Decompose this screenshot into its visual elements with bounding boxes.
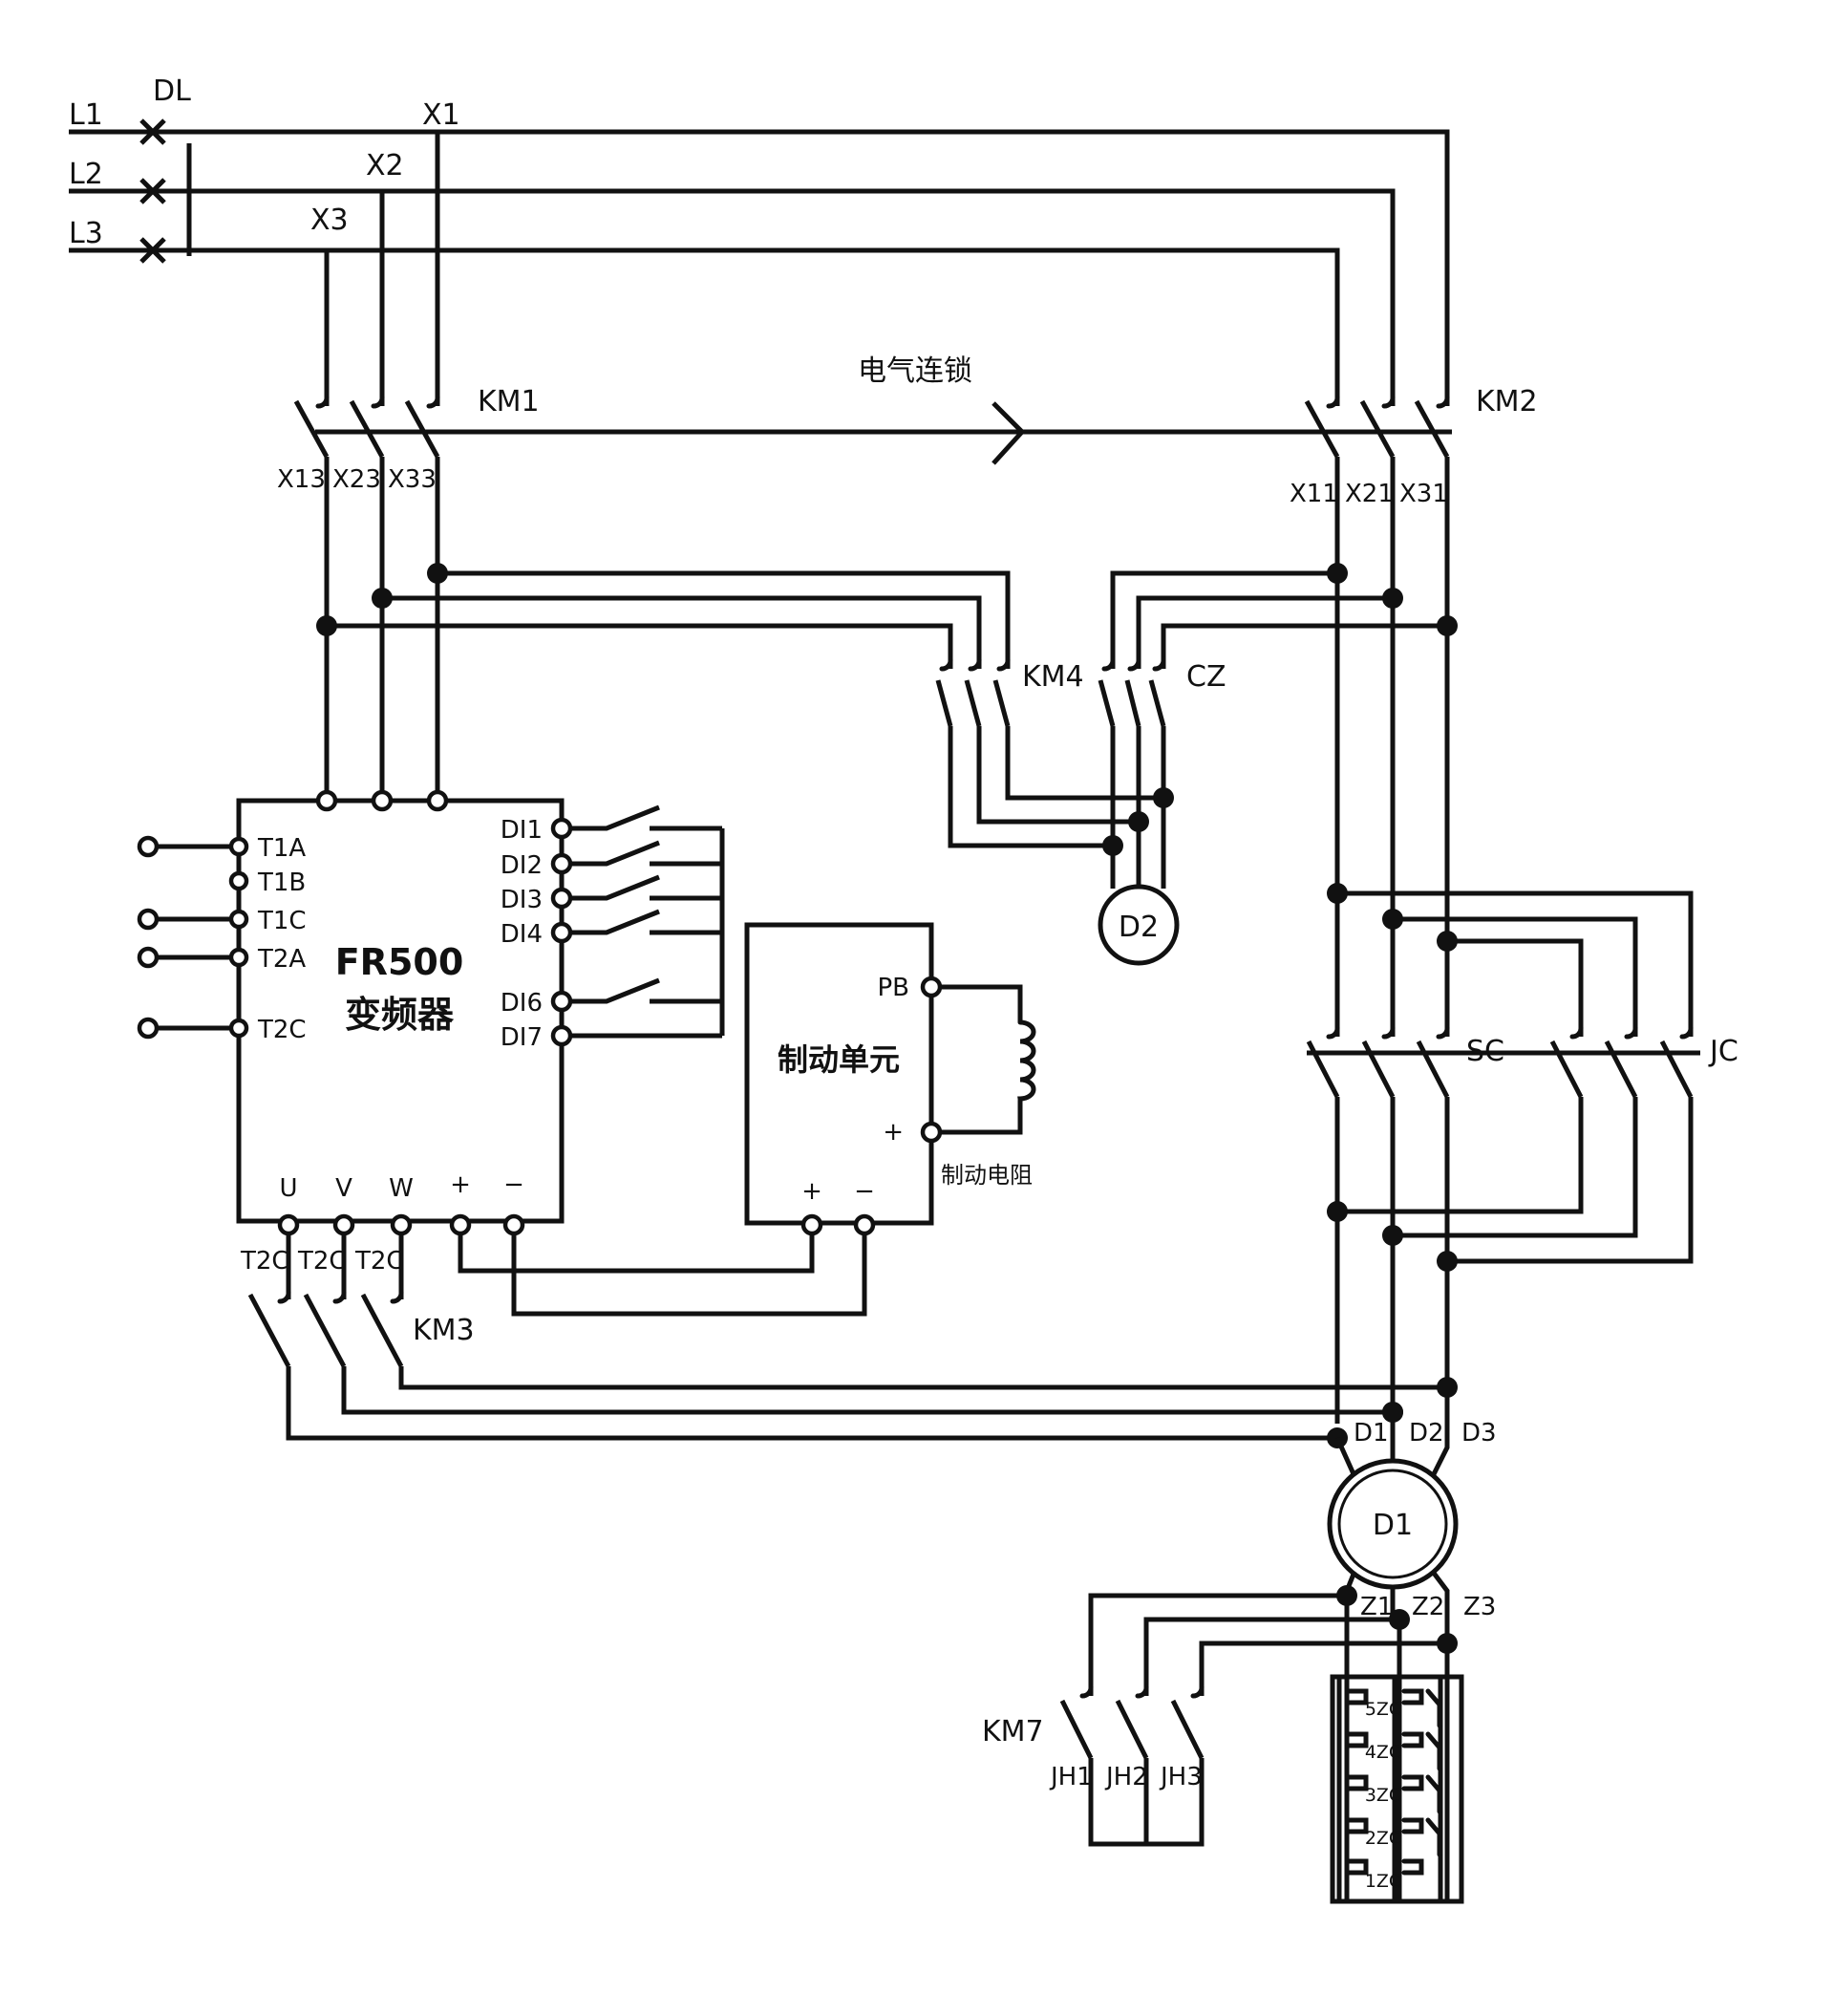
label-x11: X11 xyxy=(1290,480,1338,508)
label-x13: X13 xyxy=(277,465,326,494)
stage-1zc: 1ZC xyxy=(1365,1871,1401,1892)
label-motor-d1: D1 xyxy=(1373,1509,1413,1542)
label-jh3: JH3 xyxy=(1159,1763,1203,1791)
inverter-fr500: FR500 变频器 T1A T1B T1C T2A T2C DI1 DI2 DI… xyxy=(137,789,725,1276)
term-dc-plus: + xyxy=(450,1170,471,1199)
term-di6: DI6 xyxy=(501,989,543,1018)
label-cz: CZ xyxy=(1186,660,1226,694)
term-t2c: T2C xyxy=(257,1016,307,1044)
motor-d2: D2 xyxy=(1098,884,1180,966)
brake-plus-dc: + xyxy=(801,1177,822,1206)
label-jc: JC xyxy=(1708,1035,1738,1068)
label-km7: KM7 xyxy=(982,1715,1044,1748)
term-di1: DI1 xyxy=(501,816,543,845)
label-t2c-1: T2C xyxy=(240,1247,289,1276)
label-motor-d2: D2 xyxy=(1119,911,1159,944)
term-di3: DI3 xyxy=(501,886,543,914)
inverter-model: FR500 xyxy=(335,941,464,983)
label-d3-in: D3 xyxy=(1461,1419,1497,1448)
label-km1: KM1 xyxy=(478,385,540,418)
brake-unit: 制动单元 PB + + − 制动电阻 xyxy=(744,922,1036,1236)
term-t1a: T1A xyxy=(257,834,306,863)
label-x21: X21 xyxy=(1345,480,1394,508)
brake-minus-dc: − xyxy=(854,1177,875,1206)
stage-3zc: 3ZC xyxy=(1365,1785,1401,1806)
term-w: W xyxy=(389,1174,414,1203)
label-z1: Z1 xyxy=(1360,1593,1393,1621)
label-km3: KM3 xyxy=(413,1314,475,1347)
label-t2c-3: T2C xyxy=(354,1247,404,1276)
inverter-name: 变频器 xyxy=(345,994,455,1036)
sc-jc-contactors: SC JC xyxy=(1306,883,1738,1424)
stage-2zc: 2ZC xyxy=(1365,1828,1401,1849)
supply-lines: L1 L2 L3 DL X1 X2 X3 xyxy=(69,75,1450,406)
label-x3: X3 xyxy=(310,204,349,237)
term-di7: DI7 xyxy=(501,1023,543,1052)
term-t1c: T1C xyxy=(257,907,307,935)
km3-contactor: KM3 xyxy=(247,1233,1458,1448)
stage-4zc: 4ZC xyxy=(1365,1742,1401,1763)
term-di4: DI4 xyxy=(501,920,543,949)
km1-contactor: KM1 X13 X23 X33 xyxy=(277,385,540,801)
brake-unit-name: 制动单元 xyxy=(778,1041,900,1078)
term-dc-minus: − xyxy=(503,1170,524,1199)
dc-bus xyxy=(458,1233,867,1317)
label-x2: X2 xyxy=(366,149,404,182)
motor-d1: D1 D2 D3 D1 Z1 Z2 Z3 xyxy=(1327,1387,1497,1654)
label-l2: L2 xyxy=(69,158,103,191)
label-x1: X1 xyxy=(422,98,460,132)
stage-5zc: 5ZC xyxy=(1365,1699,1401,1720)
term-u: U xyxy=(279,1174,297,1203)
km7-contactor: KM7 JH1 JH2 JH3 xyxy=(982,1593,1447,1847)
label-d1-in: D1 xyxy=(1354,1419,1389,1448)
term-t1b: T1B xyxy=(257,869,306,897)
label-t2c-2: T2C xyxy=(297,1247,347,1276)
interlock-line: 电气连锁 xyxy=(315,354,1452,465)
label-z2: Z2 xyxy=(1412,1593,1444,1621)
label-x33: X33 xyxy=(388,465,437,494)
label-interlock: 电气连锁 xyxy=(858,354,972,388)
brake-plus: + xyxy=(883,1118,904,1147)
label-km4: KM4 xyxy=(1022,660,1084,694)
label-z3: Z3 xyxy=(1463,1593,1496,1621)
label-x31: X31 xyxy=(1399,480,1448,508)
label-l1: L1 xyxy=(69,98,103,132)
km4-cz-feed: KM4 CZ xyxy=(316,563,1458,889)
label-km2: KM2 xyxy=(1476,385,1538,418)
label-jh2: JH2 xyxy=(1104,1763,1148,1791)
brake-pb: PB xyxy=(877,974,909,1002)
label-l3: L3 xyxy=(69,217,103,250)
term-di2: DI2 xyxy=(501,851,543,880)
term-t2a: T2A xyxy=(257,945,306,974)
label-dl: DL xyxy=(153,75,191,108)
brake-resistor-label: 制动电阻 xyxy=(941,1162,1033,1189)
label-d2-in: D2 xyxy=(1409,1419,1444,1448)
label-jh1: JH1 xyxy=(1049,1763,1093,1791)
label-x23: X23 xyxy=(332,465,381,494)
resistor-bank: 5ZC 4ZC 3ZC 2ZC 1ZC xyxy=(1330,1596,1464,1904)
term-v: V xyxy=(335,1174,352,1203)
